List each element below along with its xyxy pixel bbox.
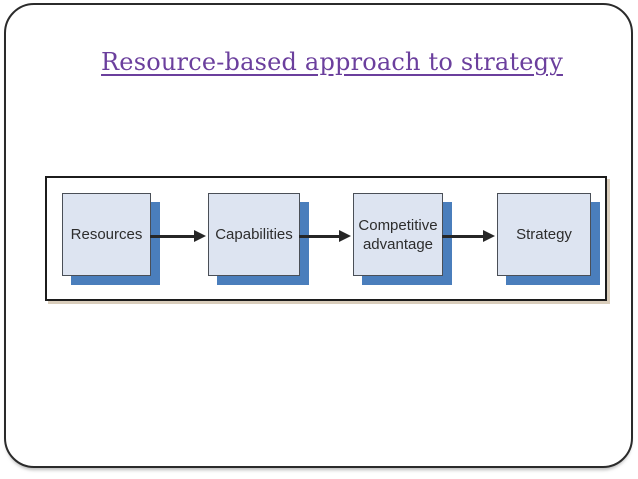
flow-diagram: Resources Capabilities Competitive advan… — [45, 176, 607, 301]
box-strategy-label: Strategy — [516, 226, 572, 243]
page-title: Resource-based approach to strategy — [101, 48, 563, 76]
box-capabilities-label: Capabilities — [215, 226, 293, 243]
title-area: Resource-based approach to strategy — [0, 48, 638, 76]
flow-arrow-icon — [150, 230, 206, 242]
box-competitive-advantage-label: Competitive advantage — [358, 216, 438, 253]
box-resources-label: Resources — [70, 226, 143, 243]
box-resources: Resources — [62, 193, 151, 276]
flow-arrow-icon — [442, 230, 495, 242]
box-strategy: Strategy — [497, 193, 591, 276]
box-capabilities: Capabilities — [208, 193, 300, 276]
flow-arrow-icon — [299, 230, 351, 242]
box-competitive-advantage: Competitive advantage — [353, 193, 443, 276]
